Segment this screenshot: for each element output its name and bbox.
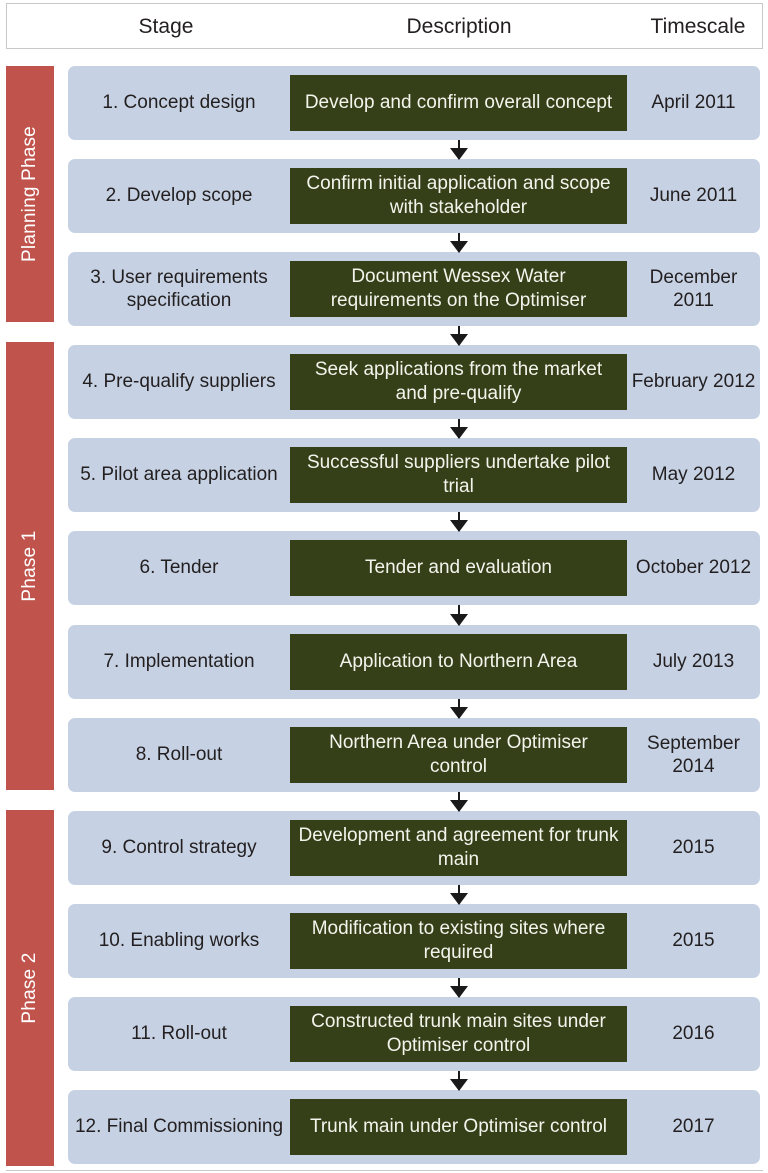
down-arrow-icon [458, 326, 460, 345]
description-cell: Northern Area under Optimiser control [290, 727, 627, 783]
stage-cell: 6. Tender [139, 557, 219, 579]
stage-cell: 7. Implementation [103, 651, 255, 673]
table-row: 9. Control strategy Development and agree… [68, 811, 760, 885]
description-cell: Develop and confirm overall concept [290, 75, 627, 131]
stage-cell: 1. Concept design [102, 92, 256, 114]
table-row: 2. Develop scope Confirm initial applicat… [68, 159, 760, 233]
down-arrow-icon [458, 1071, 460, 1090]
description-cell: Seek applications from the market and pr… [290, 354, 627, 410]
header-description: Description [406, 15, 512, 38]
stage-cell: 8. Roll-out [135, 744, 223, 766]
phase-bar: Phase 2 [6, 810, 54, 1166]
stage-cell: 11. Roll-out [131, 1023, 227, 1045]
stage-cell: 2. Develop scope [105, 185, 253, 207]
timescale-cell: 2015 [672, 930, 715, 952]
timescale-cell: September 2014 [647, 732, 740, 777]
description-cell: Application to Northern Area [290, 634, 627, 690]
header-stage: Stage [138, 15, 194, 38]
table-row: 8. Roll-out Northern Area under Optimiser… [68, 718, 760, 792]
timescale-cell: February 2012 [631, 371, 756, 393]
stage-cell: 9. Control strategy [101, 837, 257, 859]
timescale-cell: 2017 [672, 1116, 715, 1138]
down-arrow-icon [458, 140, 460, 159]
table-row: 6. Tender Tender and evaluation October 20… [68, 531, 760, 605]
description-cell: Development and agreement for trunk main [290, 820, 627, 876]
description-cell: Constructed trunk main sites under Optim… [290, 1006, 627, 1062]
table-row: 7. Implementation Application to Northern… [68, 625, 760, 699]
table-row: 4. Pre-qualify suppliers Seek application… [68, 345, 760, 419]
down-arrow-icon [458, 978, 460, 997]
table-row: 3. User requirements specification Docume… [68, 252, 760, 326]
timescale-cell: July 2013 [652, 651, 735, 673]
down-arrow-icon [458, 792, 460, 811]
timescale-cell: 2016 [672, 1023, 715, 1045]
down-arrow-icon [458, 233, 460, 252]
description-cell: Successful suppliers undertake pilot tri… [290, 447, 627, 503]
stage-cell: 3. User requirements specification [90, 266, 268, 311]
stage-cell: 12. Final Commissioning [74, 1116, 284, 1138]
table-row: 5. Pilot area application Successful supp… [68, 438, 760, 512]
table-row: 1. Concept design Develop and confirm ove… [68, 66, 760, 140]
down-arrow-icon [458, 419, 460, 438]
timescale-cell: October 2012 [635, 557, 752, 579]
stage-cell: 4. Pre-qualify suppliers [82, 371, 276, 393]
table-header: Stage Description Timescale [6, 3, 763, 49]
table-row: 10. Enabling works Modification to existi… [68, 904, 760, 978]
description-cell: Tender and evaluation [290, 540, 627, 596]
timescale-cell: May 2012 [651, 464, 736, 486]
table-row: 12. Final Commissioning Trunk main under … [68, 1090, 760, 1164]
timescale-cell: June 2011 [649, 185, 738, 207]
down-arrow-icon [458, 512, 460, 531]
down-arrow-icon [458, 699, 460, 718]
timescale-cell: December 2011 [649, 266, 738, 311]
stage-cell: 5. Pilot area application [80, 464, 278, 486]
phase-label: Phase 1 [19, 530, 40, 602]
timescale-cell: 2015 [672, 837, 715, 859]
header-timescale: Timescale [650, 15, 746, 38]
phase-label: Planning Phase [19, 126, 40, 262]
description-cell: Document Wessex Water requirements on th… [290, 261, 627, 317]
down-arrow-icon [458, 885, 460, 904]
down-arrow-icon [458, 605, 460, 625]
description-cell: Trunk main under Optimiser control [290, 1099, 627, 1155]
bottom-divider [6, 1170, 763, 1171]
description-cell: Confirm initial application and scope wi… [290, 168, 627, 224]
phase-bar: Planning Phase [6, 66, 54, 322]
stage-cell: 10. Enabling works [98, 930, 260, 952]
table-row: 11. Roll-out Constructed trunk main sites… [68, 997, 760, 1071]
phase-label: Phase 2 [19, 952, 40, 1024]
description-cell: Modification to existing sites where req… [290, 913, 627, 969]
phase-bar: Phase 1 [6, 342, 54, 790]
timescale-cell: April 2011 [651, 92, 736, 114]
